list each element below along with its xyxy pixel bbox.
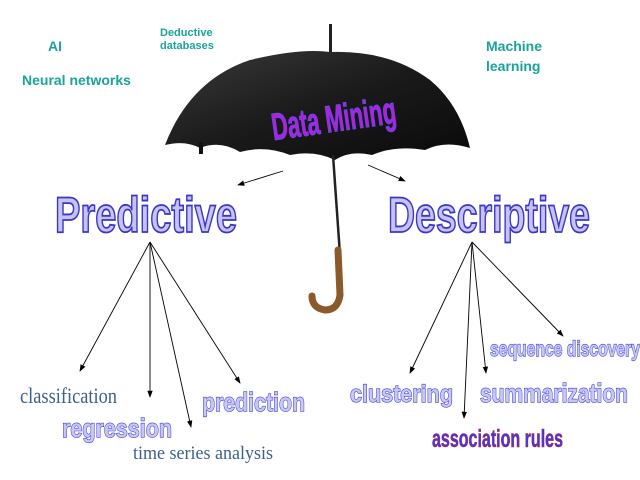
item-regression: regression [62,413,172,443]
label-deductive-databases-1: Deductive [160,27,213,39]
item-association-rules: association rules [432,425,563,453]
item-clustering: clustering [350,381,453,408]
arrow-summarization [471,241,489,374]
arrow-time-series [149,241,193,428]
arrow-sequence-discovery [471,241,564,337]
item-sequence-discovery: sequence discovery [490,338,640,361]
label-machine-learning-1: Machine [486,38,542,54]
item-summarization: summarization [480,378,628,408]
arrow-to-descriptive [367,164,406,182]
item-classification: classification [20,383,117,408]
umbrella-icon [165,24,470,314]
predictive-title: Predictive [55,187,237,243]
label-deductive-databases-2: databases [160,40,214,52]
item-time-series-analysis: time series analysis [133,443,273,464]
arrow-clustering [409,241,473,374]
item-prediction: prediction [202,387,305,417]
label-machine-learning-2: learning [486,58,540,74]
arrow-to-predictive [237,170,284,186]
label-ai: AI [48,38,62,54]
arrow-association-rules [461,241,473,419]
descriptive-title: Descriptive [388,187,590,243]
arrow-prediction [149,241,241,384]
arrow-classification [79,241,151,372]
label-neural-networks: Neural networks [22,72,131,88]
